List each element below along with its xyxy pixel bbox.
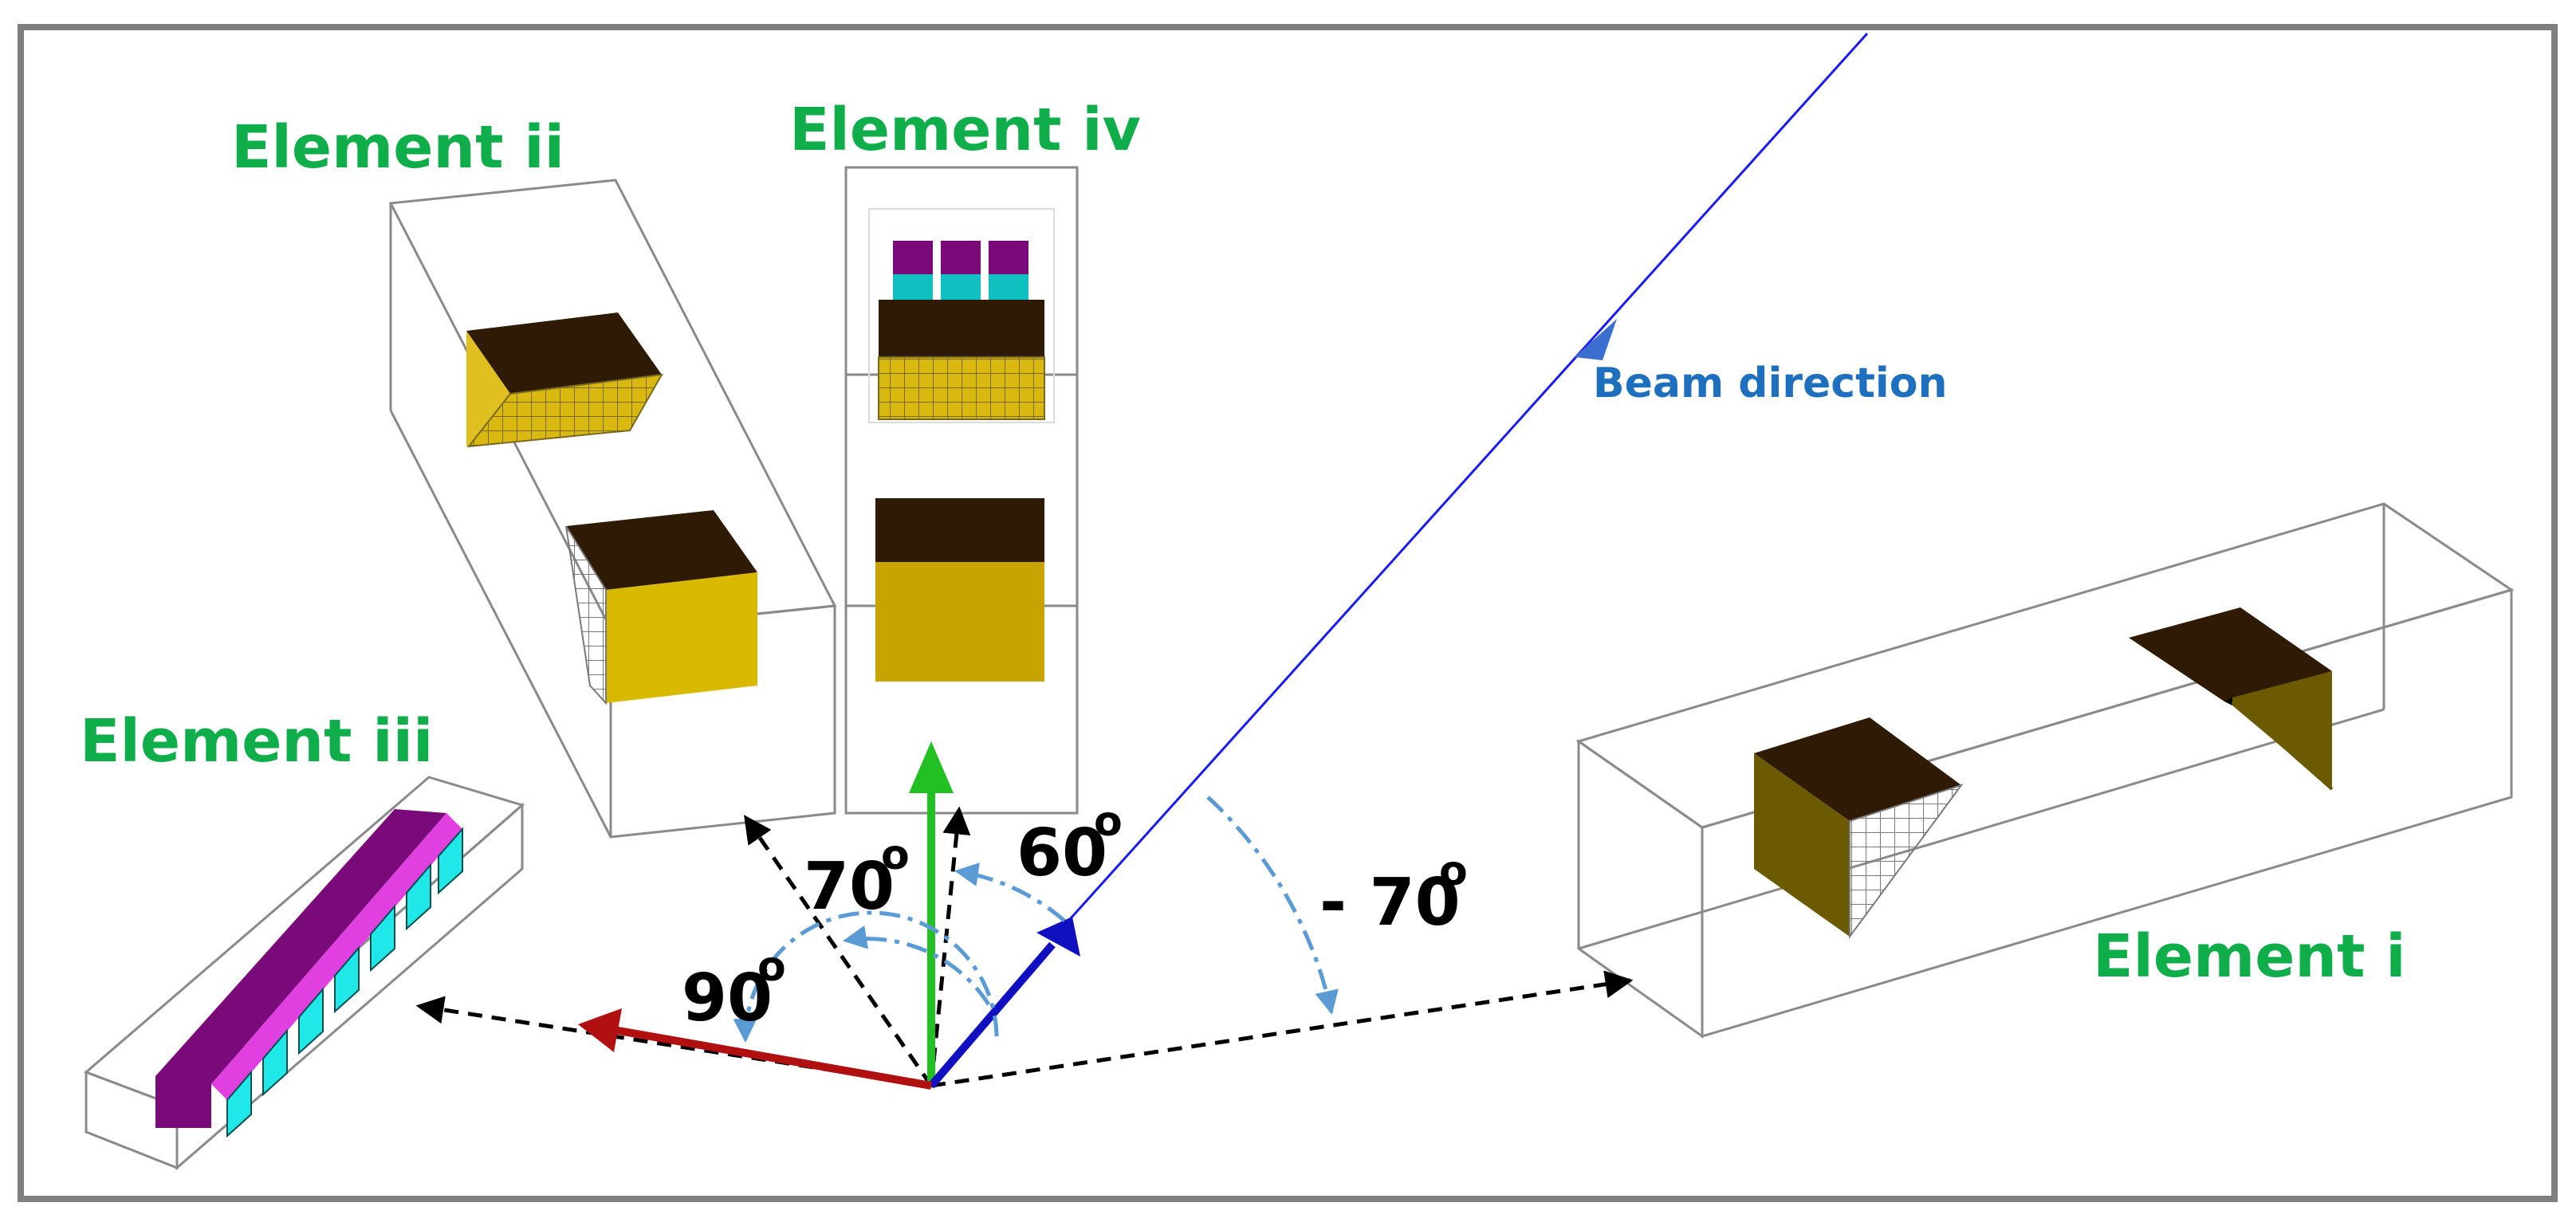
outer-frame [18, 24, 2558, 1202]
beam-direction-arrow-icon [1575, 319, 1617, 360]
svg-text:60: 60 [1017, 815, 1107, 891]
svg-text:o: o [1094, 798, 1123, 846]
svg-text:o: o [1439, 847, 1468, 895]
angle-arcs [733, 796, 1339, 1043]
coordinate-axes [578, 741, 1080, 1090]
green-axis-arrow-icon [909, 741, 954, 793]
element-iv-label: Element iv [789, 96, 1141, 164]
element-iii-model [84, 776, 525, 1171]
element-ii-label: Element ii [231, 113, 564, 182]
beam-direction-line [1055, 32, 1869, 936]
direction-arrows [415, 806, 1634, 1088]
red-axis-arrow-icon [578, 1008, 622, 1052]
angle-label-90: 90 o [682, 943, 786, 1036]
svg-text:70: 70 [804, 849, 895, 925]
angle-label-minus-70: - 70 o [1319, 847, 1468, 941]
element-iii-label: Element iii [80, 707, 433, 776]
blue-axis-arrow-icon [1036, 917, 1080, 957]
beam-direction-label: Beam direction [1593, 360, 1948, 407]
element-iv-model [844, 166, 1079, 815]
element-ii-model [388, 179, 837, 839]
angle-label-60: 60 o [1017, 798, 1123, 891]
svg-text:o: o [881, 831, 910, 879]
svg-text:90: 90 [682, 961, 773, 1036]
element-i-model [1575, 502, 2515, 1039]
angle-label-70: 70 o [804, 831, 910, 925]
svg-text:- 70: - 70 [1319, 865, 1461, 941]
svg-text:o: o [757, 943, 786, 991]
element-i-label: Element i [2093, 922, 2406, 991]
